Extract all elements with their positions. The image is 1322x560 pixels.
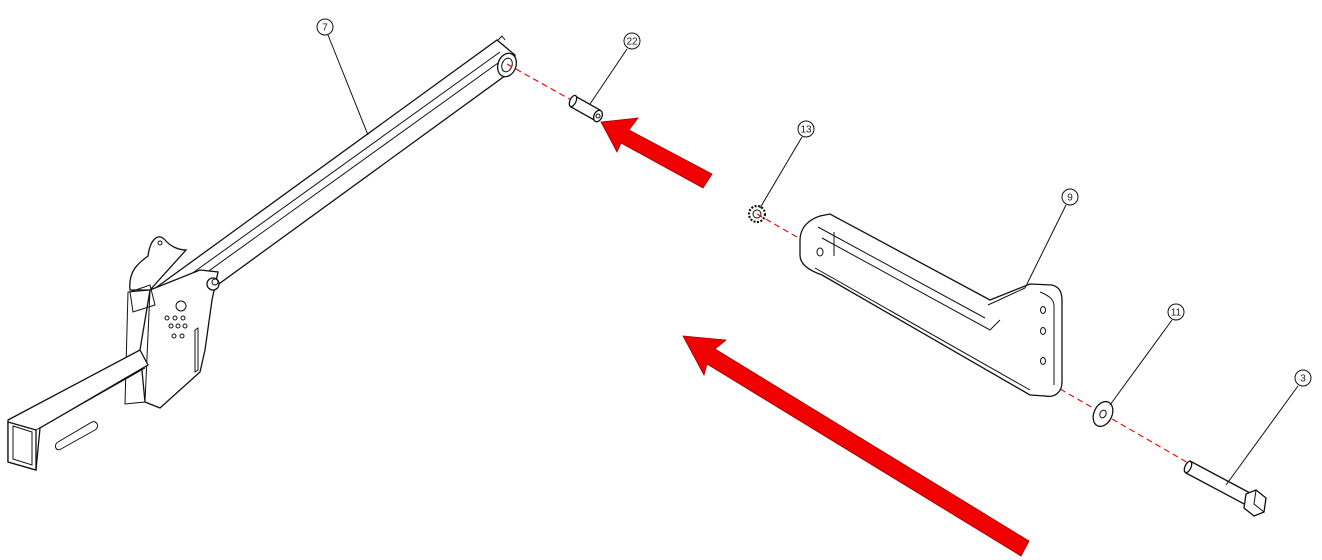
part-3-hex-bolt — [1183, 460, 1267, 517]
callout-3: 3 — [1225, 369, 1312, 486]
part-22-spacer — [568, 94, 604, 123]
svg-text:13: 13 — [800, 125, 812, 136]
callout-9: 9 — [987, 188, 1079, 306]
part-9-bracket — [799, 213, 1063, 398]
callout-13: 13 — [759, 120, 815, 209]
svg-text:9: 9 — [1067, 193, 1073, 204]
small-direction-arrow — [600, 117, 713, 189]
svg-text:7: 7 — [322, 23, 328, 34]
callout-7: 7 — [316, 18, 369, 136]
svg-text:22: 22 — [626, 37, 638, 48]
assembly-axis-upper — [506, 63, 574, 102]
svg-text:11: 11 — [1171, 308, 1182, 319]
callout-11: 11 — [1109, 303, 1185, 406]
svg-text:3: 3 — [1300, 374, 1306, 385]
large-direction-arrow — [682, 335, 1030, 557]
callout-22: 22 — [589, 32, 641, 105]
part-13-lock-washer — [747, 204, 767, 224]
part-7-arm-tube — [7, 35, 518, 471]
part-11-flat-washer — [1092, 400, 1114, 428]
